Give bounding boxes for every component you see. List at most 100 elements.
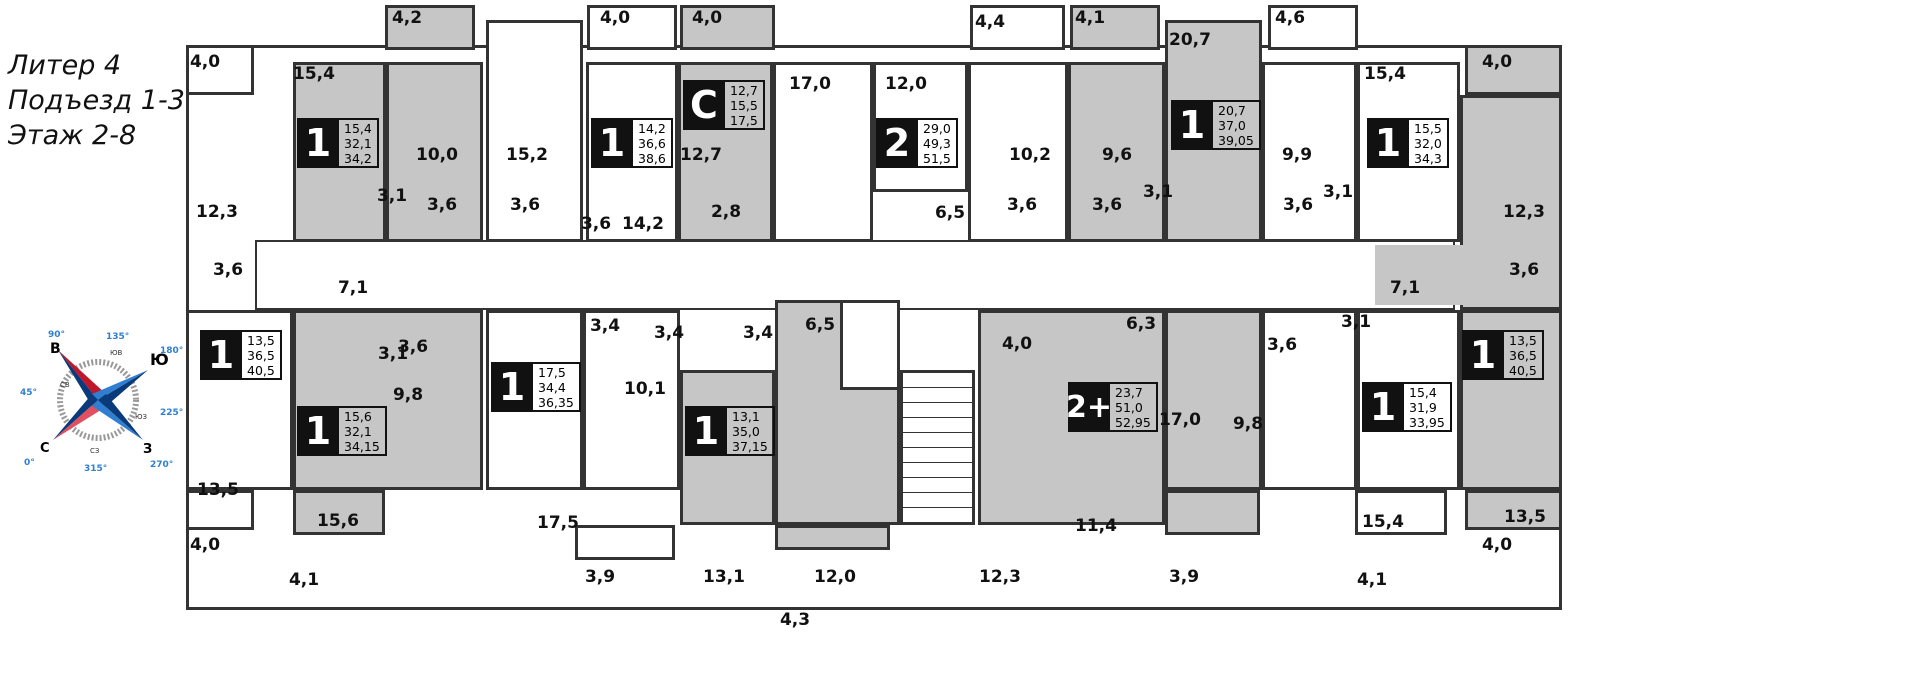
living-area: 14,2: [638, 120, 666, 136]
compass-label-east: В: [50, 341, 61, 357]
room-area-label: 12,7: [680, 145, 722, 165]
room-area-label: 17,0: [789, 74, 831, 94]
compass-label-south: Ю: [150, 350, 169, 369]
balcony: [970, 5, 1065, 50]
compass-label-northwest: СЗ: [90, 447, 100, 455]
compass-degree-180: 180°: [160, 346, 183, 356]
balcony: [186, 490, 254, 530]
room-area-label: 4,0: [599, 8, 631, 28]
staircase: [900, 370, 975, 525]
apartment-type: 1: [491, 362, 533, 412]
room-area-label: 4,0: [1001, 334, 1033, 354]
corridor: [255, 240, 1455, 310]
room-area-label: 3,1: [1340, 312, 1372, 332]
room-area-label: 4,3: [779, 610, 811, 630]
room: [1262, 310, 1357, 490]
room-area-label: 3,9: [1168, 567, 1200, 587]
room-area-label: 4,0: [1481, 535, 1513, 555]
balcony: [680, 5, 775, 50]
room-area-label: 3,9: [584, 567, 616, 587]
room-area-label: 3,1: [1322, 182, 1354, 202]
compass-degree-90: 90°: [48, 330, 65, 340]
balcony: [1355, 490, 1447, 535]
room-area-label: 15,4: [293, 64, 335, 84]
living-area: 15,6: [344, 408, 372, 424]
room-area-label: 11,4: [1075, 516, 1117, 536]
total-area: 31,9: [1409, 399, 1437, 415]
room-area-label: 3,6: [1282, 195, 1314, 215]
living-area: 20,7: [1218, 102, 1246, 118]
compass-degree-315: 315°: [84, 464, 107, 474]
room-area-label: 15,6: [317, 511, 359, 531]
room-area-label: 7,1: [337, 278, 369, 298]
compass-degree-225: 225°: [160, 408, 183, 418]
room-area-label: 13,5: [197, 480, 239, 500]
total-area-with-balcony: 17,5: [730, 112, 758, 128]
apartment-type: С: [683, 80, 725, 130]
apartment-type: 1: [297, 118, 339, 168]
room-area-label: 17,5: [537, 513, 579, 533]
living-area: 13,1: [732, 408, 760, 424]
heading-liter: Литер 4: [8, 50, 122, 81]
total-area: 36,6: [638, 135, 666, 151]
total-area: 34,4: [538, 379, 566, 395]
room: [773, 62, 873, 242]
room-area-label: 3,6: [1006, 195, 1038, 215]
total-area: 49,3: [923, 135, 951, 151]
apartment-type: 1: [1462, 330, 1504, 380]
room-area-label: 3,4: [653, 323, 685, 343]
apartment-type: 1: [1171, 100, 1213, 150]
apartment-type: 2+: [1066, 382, 1112, 432]
elevator-shaft: [840, 300, 900, 390]
total-area: 35,0: [732, 423, 760, 439]
room: [486, 310, 583, 490]
total-area-with-balcony: 38,6: [638, 150, 666, 166]
room-area-label: 2,8: [710, 202, 742, 222]
living-area: 29,0: [923, 120, 951, 136]
room-area-label: 3,6: [580, 214, 612, 234]
room-area-label: 3,6: [426, 195, 458, 215]
room-area-label: 3,1: [1142, 182, 1174, 202]
room-area-label: 4,0: [189, 52, 221, 72]
room-area-label: 12,3: [196, 202, 238, 222]
balcony: [1268, 5, 1358, 50]
living-area: 17,5: [538, 364, 566, 380]
total-area-with-balcony: 34,3: [1414, 150, 1442, 166]
total-area: 36,5: [247, 347, 275, 363]
room-area-label: 3,6: [1508, 260, 1540, 280]
total-area-with-balcony: 33,95: [1409, 414, 1445, 430]
room: [293, 310, 483, 490]
room: [1165, 310, 1262, 490]
room: [1460, 95, 1562, 310]
room: [968, 62, 1068, 242]
apartment-type: 1: [1362, 382, 1404, 432]
room-area-label: 3,4: [589, 316, 621, 336]
compass-label-north: С: [40, 441, 50, 456]
living-area: 13,5: [247, 332, 275, 348]
room: [1068, 62, 1165, 242]
room-area-label: 3,1: [377, 344, 409, 364]
room-area-label: 20,7: [1169, 30, 1211, 50]
total-area-with-balcony: 39,05: [1218, 132, 1254, 148]
living-area: 23,7: [1115, 384, 1143, 400]
compass-label-southeast: ЮВ: [110, 349, 123, 357]
room-area-label: 6,3: [1125, 314, 1157, 334]
balcony: [775, 525, 890, 550]
room-area-label: 4,1: [1356, 570, 1388, 590]
apartment-type: 2: [876, 118, 918, 168]
room-area-label: 4,4: [974, 12, 1006, 32]
apartment-type: 1: [1367, 118, 1409, 168]
